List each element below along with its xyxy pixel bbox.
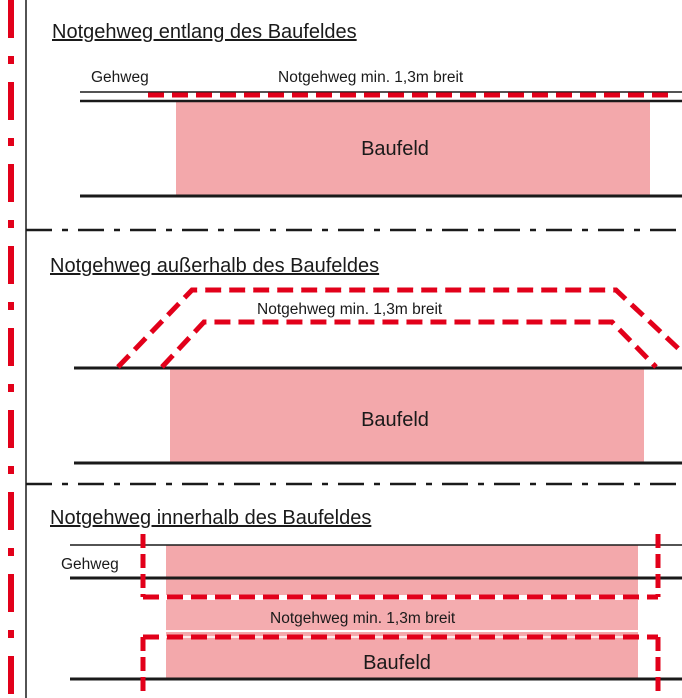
barrier-outer: [116, 287, 682, 369]
baufeld-area: [176, 100, 650, 195]
section-3: Notgehweg innerhalb des Baufeldes Gehweg…: [50, 507, 682, 692]
baufeld-label: Baufeld: [361, 138, 429, 160]
barrier-inner-white: [161, 321, 657, 368]
section-title: Notgehweg außerhalb des Baufeldes: [50, 255, 379, 277]
notgehweg-label: Notgehweg min. 1,3m breit: [278, 69, 464, 86]
baufeld-area-top: [166, 545, 638, 595]
baufeld-area-bottom: [166, 632, 638, 678]
gehweg-label-bg: [60, 553, 140, 573]
gehweg-label: Gehweg: [61, 556, 119, 573]
notgehweg-label: Notgehweg min. 1,3m breit: [270, 610, 456, 627]
baufeld-area: [170, 368, 644, 462]
notgehweg-label: Notgehweg min. 1,3m breit: [257, 301, 443, 318]
section-title: Notgehweg innerhalb des Baufeldes: [50, 507, 371, 529]
section-2: Notgehweg außerhalb des Baufeldes Baufel…: [50, 255, 682, 465]
gehweg-label: Gehweg: [91, 69, 149, 86]
baufeld-label: Baufeld: [363, 652, 431, 674]
section-title: Notgehweg entlang des Baufeldes: [52, 21, 357, 43]
baufeld-label: Baufeld: [361, 409, 429, 431]
section-1: Notgehweg entlang des Baufeldes Baufeld …: [52, 21, 682, 198]
notgehweg-strip: [166, 600, 638, 630]
barrier-inner: [160, 319, 658, 369]
